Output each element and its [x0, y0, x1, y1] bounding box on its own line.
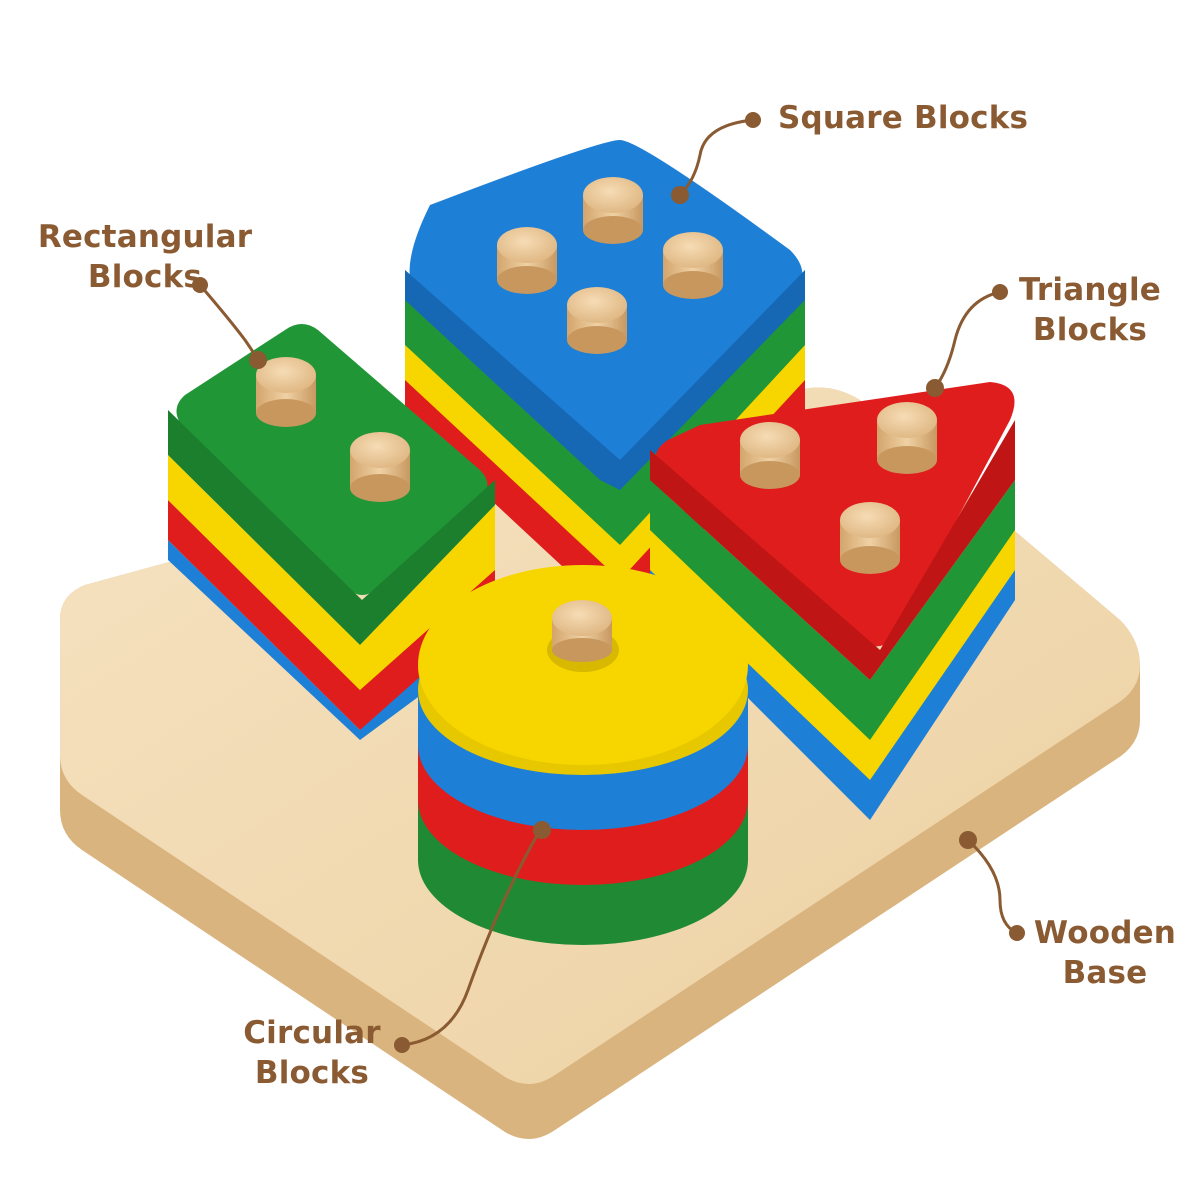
wooden-peg: [567, 287, 627, 354]
wooden-peg: [552, 600, 612, 662]
leader-line-wooden: [966, 838, 1019, 935]
wooden-pegs: [256, 177, 937, 662]
label-square-blocks-text: Square Blocks: [778, 100, 1029, 136]
label-wooden-line2: Base: [1062, 955, 1148, 991]
circular-blocks-stack: [418, 565, 748, 945]
label-rectangular-line1: Rectangular: [37, 219, 253, 255]
leader-dots: [192, 112, 1025, 1053]
label-rectangular-blocks: Rectangular Blocks: [30, 217, 260, 297]
label-wooden-line1: Wooden: [1033, 915, 1177, 951]
dot-tri-label: [992, 284, 1008, 300]
dot-circ-label: [394, 1037, 410, 1053]
label-triangle-line1: Triangle: [1018, 272, 1162, 308]
label-rectangular-line2: Blocks: [87, 259, 203, 295]
label-circular-line1: Circular: [243, 1015, 381, 1051]
dot-rect-label: [192, 277, 208, 293]
label-square-blocks: Square Blocks: [778, 98, 1028, 138]
wooden-peg: [497, 227, 557, 294]
dot-wood-target: [959, 831, 977, 849]
leader-line-square: [678, 118, 755, 197]
wooden-peg: [840, 502, 900, 574]
wooden-peg: [350, 432, 410, 502]
wooden-peg: [740, 422, 800, 489]
dot-tri-target: [926, 379, 944, 397]
label-wooden-base: Wooden Base: [1025, 913, 1185, 993]
dot-square-target: [671, 186, 689, 204]
leader-lines: [198, 118, 1019, 1047]
wooden-peg: [663, 232, 723, 299]
leader-line-circular: [400, 828, 542, 1047]
dot-rect-target: [249, 351, 267, 369]
wooden-peg: [877, 402, 937, 474]
dot-square-label: [745, 112, 761, 128]
dot-wood-label: [1009, 925, 1025, 941]
label-triangle-line2: Blocks: [1032, 312, 1148, 348]
dot-circ-target: [533, 821, 551, 839]
wooden-peg: [256, 357, 316, 427]
wooden-peg: [583, 177, 643, 244]
label-circular-line2: Blocks: [254, 1055, 370, 1091]
label-circular-blocks: Circular Blocks: [232, 1013, 392, 1093]
leader-line-triangle: [933, 290, 1002, 390]
label-triangle-blocks: Triangle Blocks: [1010, 270, 1170, 350]
rectangular-blocks-stack: [168, 324, 495, 740]
